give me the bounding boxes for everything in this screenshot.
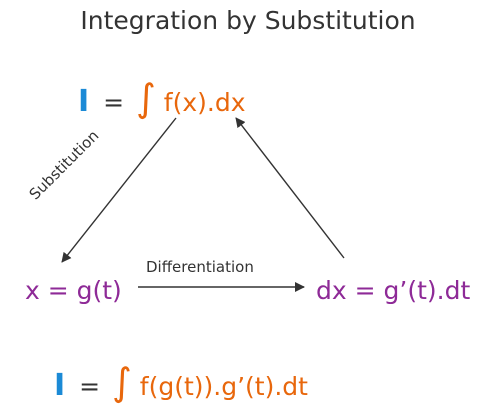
node-x-equals-g-t: x = g(t) <box>25 276 122 305</box>
equals-sign: = <box>103 88 125 117</box>
top-formula: I = ∫ f(x).dx <box>78 76 246 120</box>
edge-label-differentiation: Differentiation <box>146 258 254 276</box>
equals-sign: = <box>79 372 101 401</box>
top-integrand: f(x).dx <box>163 88 246 117</box>
arrow-back-to-integral <box>235 117 345 259</box>
integral-sign-icon: ∫ <box>112 360 132 404</box>
integral-symbol-I: I <box>54 368 66 403</box>
bottom-integrand: f(g(t)).g’(t).dt <box>139 372 308 401</box>
integral-sign-icon: ∫ <box>136 76 156 120</box>
page-title: Integration by Substitution <box>80 6 416 35</box>
arrow-substitution <box>61 117 177 263</box>
node-dx-equals-g-prime: dx = g’(t).dt <box>316 276 471 305</box>
integral-symbol-I: I <box>78 84 90 119</box>
bottom-formula: I = ∫ f(g(t)).g’(t).dt <box>54 360 308 404</box>
